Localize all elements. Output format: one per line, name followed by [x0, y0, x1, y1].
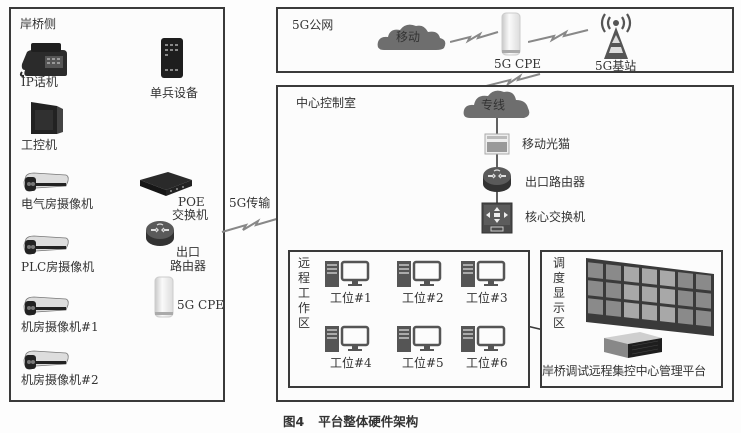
video-wall-screen	[660, 288, 675, 305]
ip-phone-label: IP话机	[21, 75, 58, 89]
workstation-label: 工位#3	[466, 291, 508, 305]
workstation-label: 工位#6	[466, 356, 508, 370]
workstation-label: 工位#2	[402, 291, 444, 305]
modem-label: 移动光猫	[522, 137, 571, 151]
shore-router-label-1: 出口	[176, 245, 201, 259]
workstation-label: 工位#5	[402, 356, 444, 370]
remote-work-area-title: 远程工作区	[298, 256, 311, 330]
video-wall-screen	[678, 272, 693, 289]
video-wall-screen	[606, 300, 621, 317]
public-5g-title: 5G公网	[292, 18, 334, 32]
video-wall-screen	[606, 264, 621, 281]
video-wall-screen	[588, 298, 603, 315]
shore-cpe-label: 5G CPE	[177, 298, 225, 312]
video-wall-screen	[588, 262, 603, 279]
wireless-link-icon	[450, 31, 499, 44]
shore-router-label-2: 路由器	[170, 259, 207, 273]
cloud-icon	[463, 90, 530, 118]
video-wall-screen	[624, 284, 639, 301]
video-wall-screen	[660, 306, 675, 323]
public-cloud-label: 移动	[396, 30, 421, 44]
figure-caption: 图4 平台整体硬件架构	[283, 411, 418, 430]
base-station-label: 5G基站	[595, 59, 637, 73]
base-station-icon	[600, 13, 632, 59]
video-wall-screen	[588, 280, 603, 297]
figure-number: 图4	[283, 414, 305, 429]
optical-modem-icon	[484, 133, 510, 155]
cpe-icon	[154, 276, 174, 318]
workstation-icon	[397, 260, 442, 287]
shore-side-title: 岸桥侧	[20, 17, 57, 31]
handheld-label: 单兵设备	[150, 86, 199, 100]
video-wall-screen	[642, 268, 657, 285]
handheld-device-icon	[161, 38, 183, 78]
core-switch-label: 核心交换机	[525, 210, 586, 224]
workstation-icon	[397, 325, 442, 352]
camera-icon	[23, 235, 69, 255]
ip-phone-icon	[19, 43, 67, 77]
server-icon	[604, 332, 662, 358]
workstation-icon	[325, 325, 370, 352]
core-switch-icon	[481, 202, 513, 234]
video-wall-screen	[678, 308, 693, 325]
camera-label-room-1: 机房摄像机#1	[21, 320, 99, 334]
platform-label: 岸桥调试远程集控中心管理平台	[542, 364, 706, 378]
camera-label-room-2: 机房摄像机#2	[21, 373, 99, 387]
cloud-icon	[377, 24, 446, 50]
camera-label-plc: PLC房摄像机	[21, 260, 95, 274]
router-icon	[146, 221, 174, 246]
workstation-icon	[461, 260, 506, 287]
camera-icon	[23, 172, 69, 192]
center-router-label: 出口路由器	[525, 175, 586, 189]
video-wall-screen	[678, 290, 693, 307]
poe-switch-icon	[140, 172, 192, 196]
video-wall-icon	[586, 258, 714, 336]
video-wall-screen	[606, 282, 621, 299]
poe-switch-label-1: POE	[178, 195, 205, 209]
poe-switch-label-2: 交换机	[172, 208, 209, 222]
video-wall-screen	[660, 270, 675, 287]
video-wall-screen	[624, 302, 639, 319]
public-cpe-label: 5G CPE	[494, 57, 542, 71]
wireless-link-icon	[528, 29, 589, 43]
wireless-link-icon	[486, 73, 541, 87]
workstation-icon	[325, 260, 370, 287]
router-icon	[483, 167, 511, 192]
video-wall-screen	[696, 310, 711, 327]
industrial-pc-label: 工控机	[21, 138, 58, 152]
dispatch-area-title: 调度显示区	[553, 256, 566, 330]
video-wall-screen	[696, 274, 711, 291]
camera-icon	[23, 350, 69, 370]
industrial-pc-icon	[31, 102, 63, 134]
figure-title: 平台整体硬件架构	[318, 414, 419, 429]
private-line-label: 专线	[481, 98, 506, 112]
video-wall-screen	[696, 292, 711, 309]
cpe-icon	[501, 12, 521, 56]
camera-label-electrical: 电气房摄像机	[21, 197, 94, 211]
wireless-link-icon	[221, 217, 281, 233]
video-wall-screen	[624, 266, 639, 283]
workstation-label: 工位#4	[330, 356, 372, 370]
control-center-title: 中心控制室	[296, 96, 357, 110]
workstation-icon	[461, 325, 506, 352]
video-wall-screen	[642, 304, 657, 321]
video-wall-screen	[642, 286, 657, 303]
workstation-label: 工位#1	[330, 291, 372, 305]
transmission-label: 5G传输	[229, 196, 271, 210]
camera-icon	[23, 296, 69, 316]
